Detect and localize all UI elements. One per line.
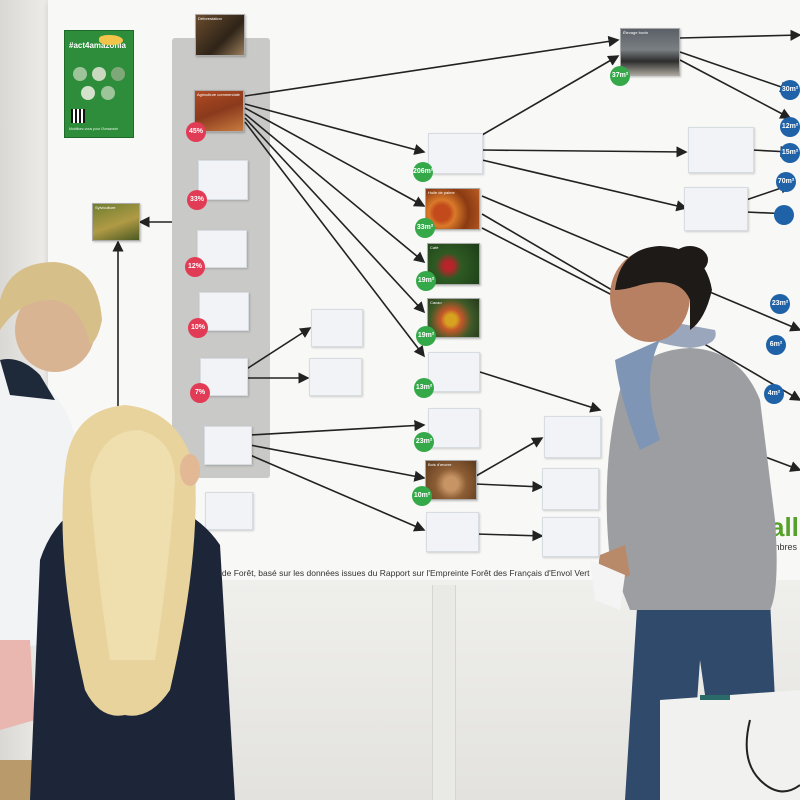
card-left-5	[204, 426, 252, 465]
flyer-photo-4	[81, 86, 95, 100]
badge-blue: 30m²	[780, 80, 800, 100]
photo-wood: Bois d'œuvre	[425, 460, 477, 500]
card-center-1	[428, 133, 483, 174]
badge-red: 10%	[188, 318, 208, 338]
act4amazonia-flyer: #act4amazonia Mobilisez-vous pour l'Amaz…	[64, 30, 134, 138]
qr-code-icon	[71, 109, 85, 123]
badge-blue: 4m²	[764, 384, 784, 404]
flyer-photo-5	[101, 86, 115, 100]
photo-caption: Élevage bovin	[623, 30, 649, 35]
photo-caption: Huile de palme	[428, 190, 455, 195]
photo-caption: Café	[430, 245, 439, 250]
card-mid-b	[309, 358, 362, 396]
badge-red: 12%	[185, 257, 205, 277]
badge-blue: 6m²	[766, 335, 786, 355]
flyer-photo-3	[111, 67, 125, 81]
card-r3-2	[542, 468, 599, 510]
photo-caption: Bois d'œuvre	[428, 462, 452, 467]
badge-green: 10m²	[412, 486, 432, 506]
badge-green: 23m²	[414, 432, 434, 452]
badge-green: 19m²	[416, 326, 436, 346]
flyer-photo-1	[73, 67, 87, 81]
photo-caption: Cacao	[430, 300, 442, 305]
photo-caption: Déforestation	[198, 16, 222, 21]
badge-green: 206m²	[413, 162, 433, 182]
photo-caption: Agriculture commerciale	[197, 92, 240, 97]
flyer-logo-icon	[99, 35, 123, 45]
badge-green: 37m²	[610, 66, 630, 86]
photo-palm-oil: Huile de palme	[425, 188, 480, 230]
badge-green: 13m²	[414, 378, 434, 398]
badge-green: 33m²	[415, 218, 435, 238]
poster-footnote: ur de Forêt, basé sur les données issues…	[212, 568, 590, 578]
flyer-subtitle: Mobilisez-vous pour l'Amazonie	[69, 127, 119, 131]
card-right-1	[688, 127, 754, 173]
card-center-4	[426, 512, 479, 552]
side-brand-subtext: nembres	[762, 542, 798, 552]
photo-top-small: Déforestation	[195, 14, 245, 56]
table-corner	[660, 690, 800, 800]
badge-blue: 70m²	[776, 172, 796, 192]
card-right-2	[684, 187, 748, 231]
badge-blue: 23m²	[770, 294, 790, 314]
photo-caption: Sylviculture	[95, 205, 116, 210]
card-left-1	[198, 160, 248, 200]
tent-pole	[432, 585, 456, 800]
badge-red: 33%	[187, 190, 207, 210]
photo-plantation-left: Sylviculture	[92, 203, 140, 241]
badge-blue	[774, 205, 794, 225]
child-back	[30, 405, 235, 800]
card-center-3	[428, 408, 480, 448]
flyer-title: #act4amazonia	[69, 41, 126, 50]
badge-blue: 15m²	[780, 143, 800, 163]
card-mid-a	[311, 309, 363, 347]
photo-cocoa: Cacao	[427, 298, 480, 338]
badge-blue: 12m²	[780, 117, 800, 137]
badge-green: 19m²	[416, 271, 436, 291]
card-r3-3	[542, 517, 599, 557]
badge-red: 45%	[186, 122, 206, 142]
card-left-2	[197, 230, 247, 268]
badge-red: 7%	[190, 383, 210, 403]
photo-coffee: Café	[427, 243, 480, 285]
card-r3-1	[544, 416, 601, 458]
card-left-6	[205, 492, 253, 530]
photo-top-center: Élevage bovin	[620, 28, 680, 76]
card-center-2	[428, 352, 480, 392]
flyer-photo-2	[92, 67, 106, 81]
card-left-3	[199, 292, 249, 331]
